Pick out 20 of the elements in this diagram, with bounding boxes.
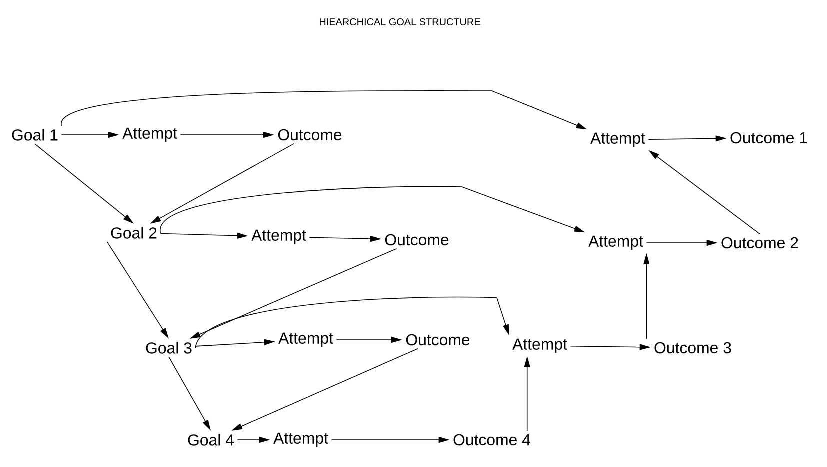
arrow bbox=[195, 296, 510, 348]
node-label: Attempt bbox=[274, 432, 328, 448]
node-label: Outcome bbox=[385, 234, 449, 246]
node-label: Attempt bbox=[252, 230, 306, 244]
node-label: Outcome 1 bbox=[730, 132, 808, 144]
node-label: Outcome bbox=[278, 129, 342, 141]
node-label: Outcome bbox=[406, 334, 470, 346]
node-label: Goal 2 bbox=[111, 227, 157, 239]
node-label: Outcome 2 bbox=[722, 237, 798, 249]
node-label: Goal 3 bbox=[146, 342, 192, 354]
node-label: Attempt bbox=[590, 132, 646, 148]
node-label: Attempt bbox=[278, 332, 334, 348]
title: HIEARCHICAL GOAL STRUCTURE bbox=[320, 18, 480, 26]
node-label: Outcome 3 bbox=[654, 342, 732, 354]
node-label: Goal 1 bbox=[12, 129, 58, 141]
node-label: Outcome 4 bbox=[454, 434, 530, 446]
node-label: Attempt bbox=[588, 236, 644, 250]
node-label: Goal 4 bbox=[188, 434, 234, 446]
node-label: Attempt bbox=[122, 128, 178, 142]
node-label: Attempt bbox=[512, 338, 568, 354]
